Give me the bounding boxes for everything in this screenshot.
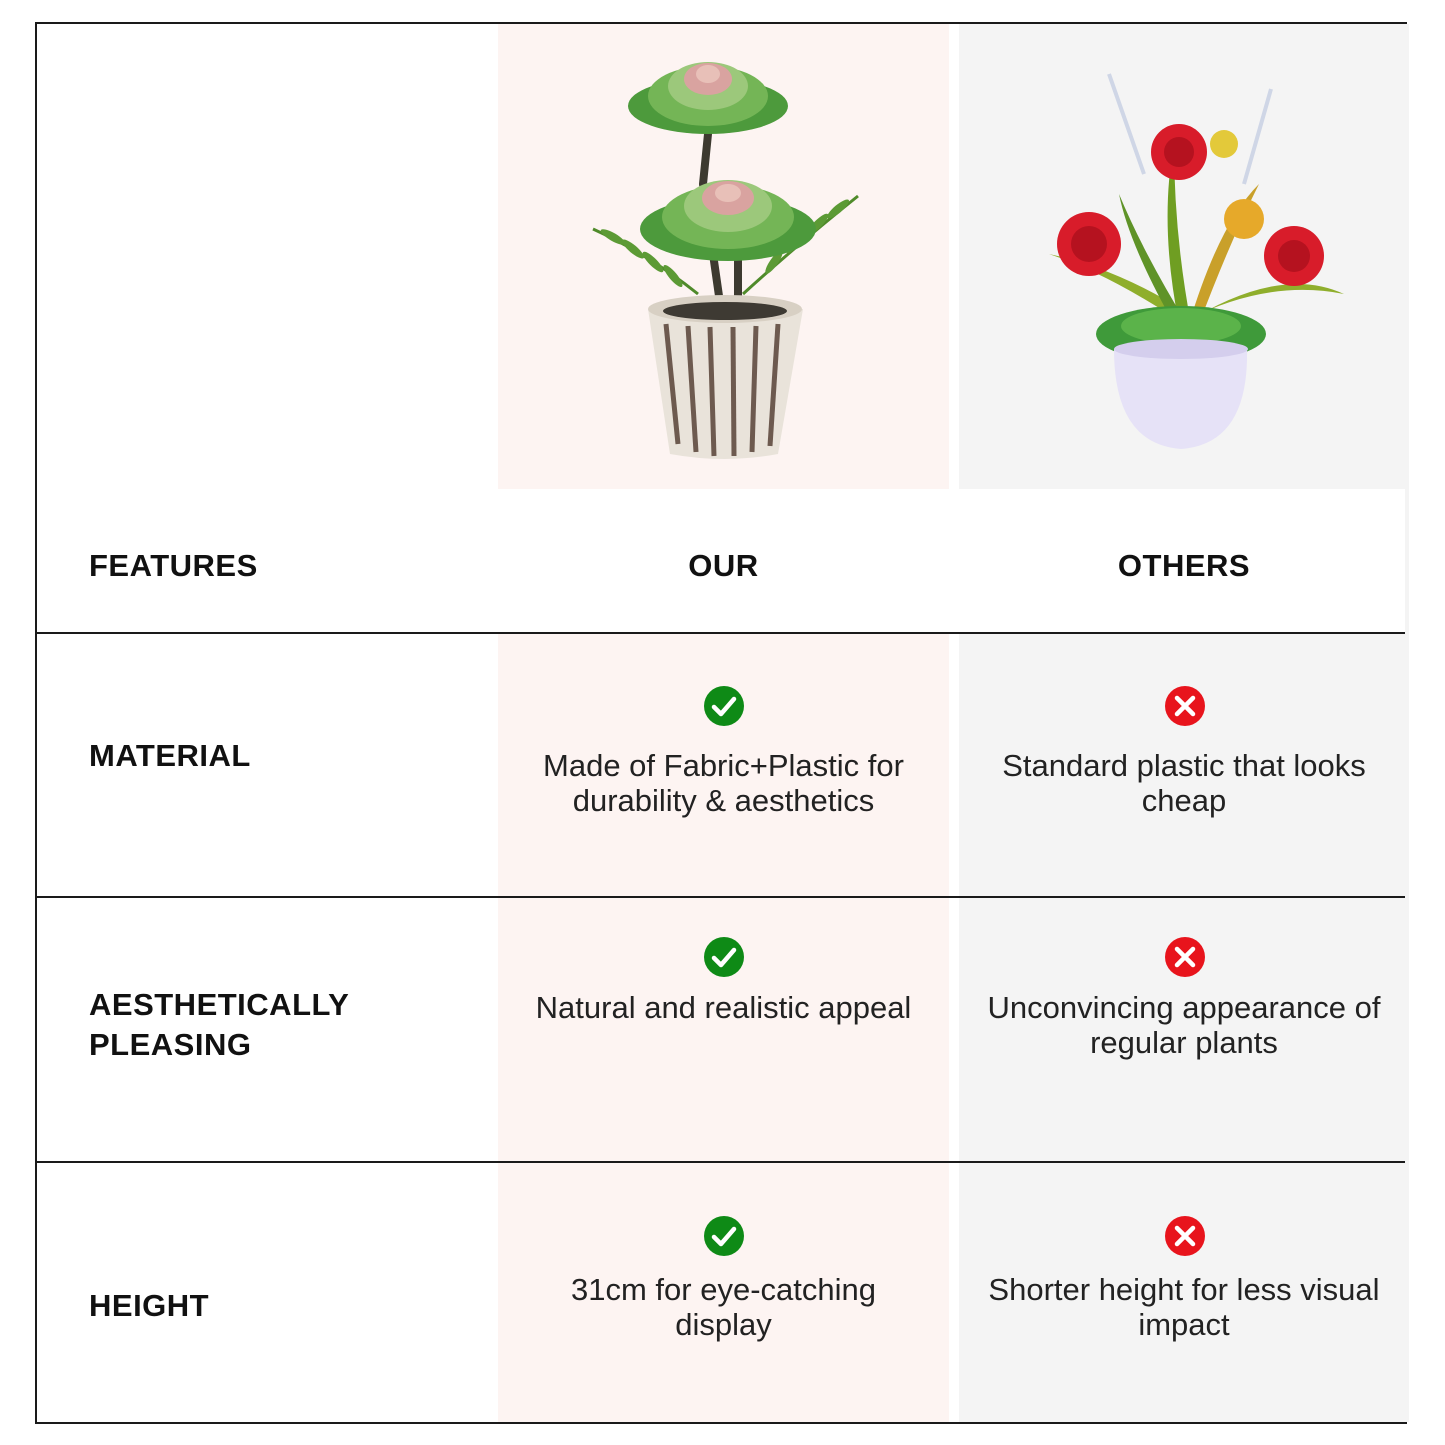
our-height-text: 31cm for eye-catching display: [571, 1272, 876, 1342]
our-material-text: Made of Fabric+Plastic for durability & …: [543, 748, 904, 818]
check-circle-icon: [703, 685, 745, 727]
x-circle-icon: [1164, 685, 1206, 727]
others-product-image: [959, 24, 1409, 489]
comparison-table: FEATURES OUR OTHERS MATERIAL Made of Fab…: [35, 22, 1409, 1424]
row-divider: [37, 632, 1405, 634]
feature-material: MATERIAL: [89, 738, 251, 773]
x-circle-icon: [1164, 936, 1206, 978]
row-divider: [37, 896, 1405, 898]
others-height-text: Shorter height for less visual impact: [988, 1272, 1380, 1342]
others-aesthetic-text: Unconvincing appearance of regular plant…: [987, 990, 1381, 1060]
others-material-text: Standard plastic that looks cheap: [1002, 748, 1366, 818]
check-circle-icon: [703, 1215, 745, 1257]
features-header: FEATURES: [89, 548, 258, 583]
feature-aesthetically-pleasing: AESTHETICALLY PLEASING: [89, 987, 349, 1062]
feature-height: HEIGHT: [89, 1288, 210, 1323]
check-circle-icon: [703, 936, 745, 978]
our-product-image: [498, 24, 949, 489]
others-header: OTHERS: [1117, 548, 1251, 583]
header-row: [37, 489, 1405, 633]
x-circle-icon: [1164, 1215, 1206, 1257]
our-header: OUR: [688, 548, 759, 583]
our-aesthetic-text: Natural and realistic appeal: [535, 990, 912, 1025]
row-divider: [37, 1161, 1405, 1163]
